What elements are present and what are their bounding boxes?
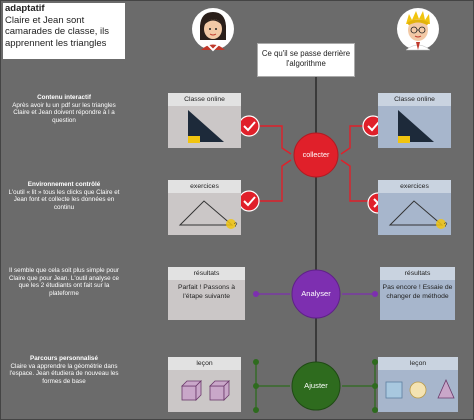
panel-title: résultats <box>168 267 245 280</box>
note-contenu-interactif: Contenu interactif Après avoir lu un pdf… <box>6 94 122 124</box>
cubes-icon <box>181 380 230 401</box>
analyse-dot-right <box>372 291 378 297</box>
ajuster-dot-right-bottom <box>372 407 378 413</box>
panel-body: ? <box>378 193 451 235</box>
check-icon-classe-left <box>238 115 260 137</box>
intro-box: adaptatif Claire et Jean sont camarades … <box>3 3 125 59</box>
panel-body: Pas encore ! Essaie de changer de méthod… <box>380 280 455 320</box>
panel-body <box>378 370 458 412</box>
panel-body: Parfait ! Passons à l'étape suivante <box>168 280 245 320</box>
collect-link-classe-left <box>249 125 292 155</box>
claire-avatar <box>192 8 234 52</box>
collecter-label: collecter <box>302 150 330 159</box>
ajuster-label: Ajuster <box>304 381 328 390</box>
analyser-node <box>291 269 341 319</box>
ajuster-dot-left-top <box>253 359 259 365</box>
panel-title: leçon <box>168 357 241 370</box>
jean-avatar <box>397 8 439 51</box>
panel-body <box>168 370 241 412</box>
panel-title: exercices <box>378 180 451 193</box>
note-environnement-controle: Environnement contrôlé L'outil « lit » t… <box>6 181 122 211</box>
classe-online-panel-left: Classe online <box>168 93 241 148</box>
question-mark: ? <box>234 223 238 229</box>
collect-link-exercices-right <box>340 159 373 202</box>
exercices-panel-left: exercices ? <box>168 180 241 235</box>
analyser-label: Analyser <box>301 289 331 298</box>
exercices-panel-right: exercices ? <box>378 180 451 235</box>
note-text: Après avoir lu un pdf sur les triangles … <box>12 101 116 124</box>
panel-title: Classe online <box>168 93 241 106</box>
panel-title: leçon <box>378 357 458 370</box>
panel-body: ? <box>168 193 241 235</box>
triangle-outline-icon <box>178 200 236 229</box>
note-title: Environnement contrôlé <box>27 181 101 188</box>
ajuster-node <box>291 361 341 411</box>
analyse-dot-left <box>253 291 259 297</box>
note-parcours-personnalise: Parcours personnalisé Claire va apprendr… <box>6 355 122 385</box>
note-text: Claire va apprendre la géométrie dans l'… <box>9 362 119 385</box>
resultats-message: Pas encore ! Essaie de changer de méthod… <box>382 284 453 300</box>
note-text: L'outil « lit » tous les clicks que Clai… <box>8 188 120 211</box>
lecon-panel-right: leçon <box>378 357 458 412</box>
question-mark: ? <box>444 223 448 229</box>
ajuster-dot-right-top <box>372 359 378 365</box>
note-analyse: Il semble que cela soit plus simple pour… <box>4 267 124 297</box>
classe-online-panel-right: Classe online <box>378 93 451 148</box>
ajuster-dot-right-mid <box>372 383 378 389</box>
intro-title: adaptatif <box>5 3 45 14</box>
ajuster-dot-left-bottom <box>253 407 259 413</box>
panel-body <box>168 106 241 148</box>
panel-title: résultats <box>380 267 455 280</box>
triangle-outline-icon <box>388 200 446 229</box>
lecon-panel-left: leçon <box>168 357 241 412</box>
triangle-icon <box>188 110 224 143</box>
resultats-panel-left: résultats Parfait ! Passons à l'étape su… <box>168 267 245 320</box>
note-text: Il semble que cela soit plus simple pour… <box>8 267 120 297</box>
note-title: Contenu interactif <box>37 94 91 101</box>
intro-text: Claire et Jean sont camarades de classe,… <box>5 14 110 49</box>
algorithm-callout: Ce qu'il se passe derrière l'algorithme <box>257 43 355 77</box>
collect-link-classe-right <box>340 125 373 155</box>
basic-shapes-icon <box>385 379 455 399</box>
panel-title: exercices <box>168 180 241 193</box>
collecter-node <box>293 132 339 178</box>
check-icon-exercices-left <box>238 190 260 212</box>
ajuster-dot-left-mid <box>253 383 259 389</box>
panel-body <box>378 106 451 148</box>
triangle-icon <box>398 110 434 143</box>
resultats-message: Parfait ! Passons à l'étape suivante <box>177 284 236 300</box>
resultats-panel-right: résultats Pas encore ! Essaie de changer… <box>380 267 455 320</box>
note-title: Parcours personnalisé <box>30 355 98 362</box>
panel-title: Classe online <box>378 93 451 106</box>
collect-link-exercices-left <box>249 159 292 202</box>
